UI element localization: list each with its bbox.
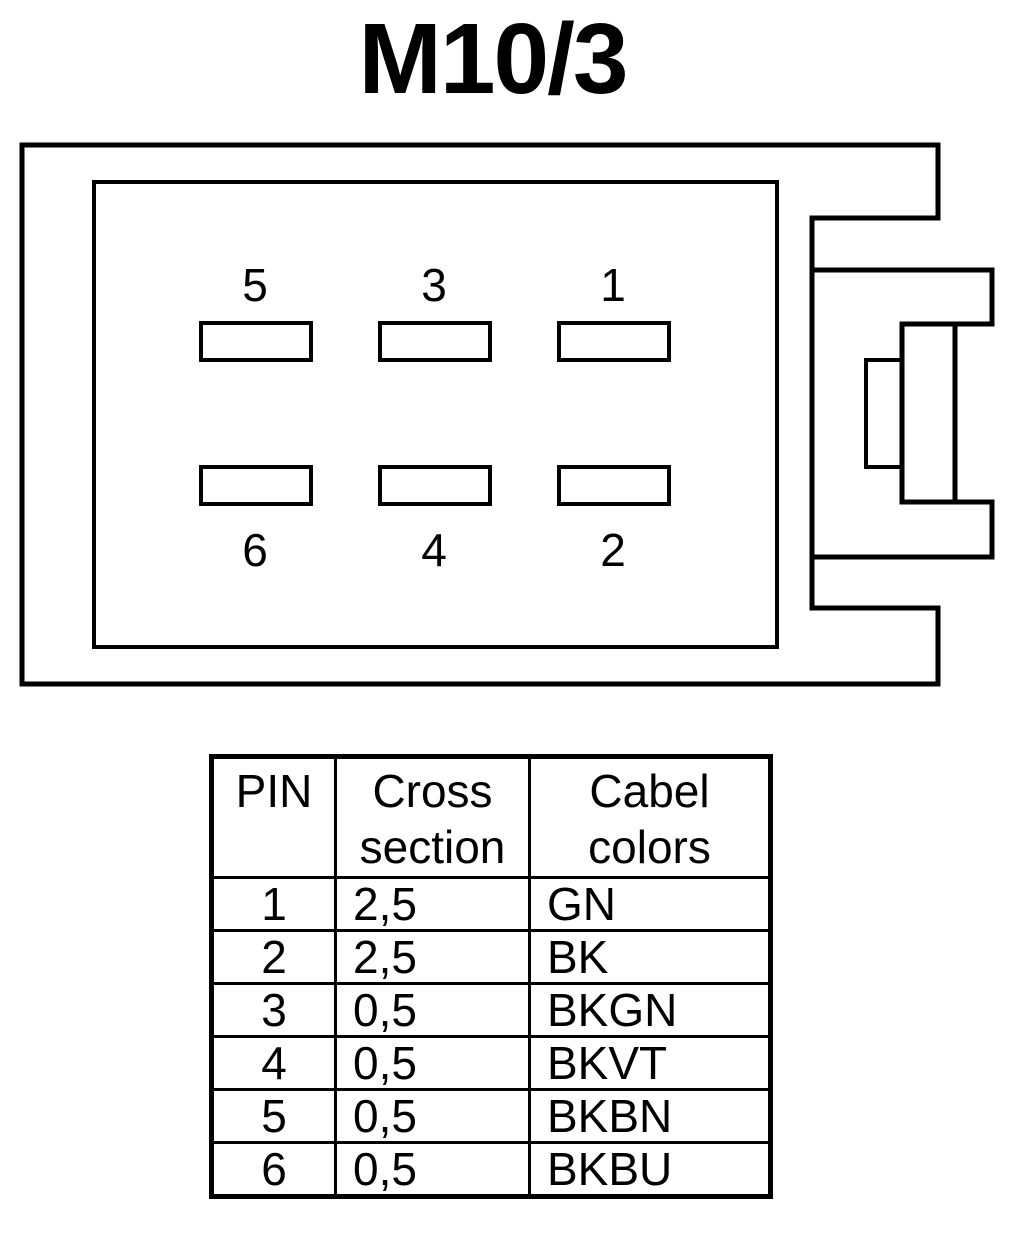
cell-pin: 3 [210,982,337,1038]
pin-label-6: 6 [242,524,268,576]
cell-cable-color: BKGN [528,982,772,1038]
pin-contact-4 [378,465,492,506]
pin-contact-3 [378,321,492,362]
cell-cross-section: 0,5 [334,1088,531,1144]
header-cross-section: Cross section [334,755,531,879]
header-cable-colors: Cabel colors [528,755,772,879]
cell-pin: 5 [210,1088,337,1144]
connector-title: M10/3 [358,3,629,115]
connector-cavity [92,180,779,649]
pin-label-5: 5 [242,259,268,311]
cell-cross-section: 2,5 [334,876,531,932]
header-cross-section-line1: Cross [372,765,493,817]
pin-contact-5 [199,321,313,362]
cell-pin: 4 [210,1035,337,1091]
pin-label-2: 2 [600,524,626,576]
table-row: 5 0,5 BKBN [210,1088,772,1144]
table-header-row: PIN Cross section Cabel colors [210,755,772,879]
cell-pin: 1 [210,876,337,932]
pin-contact-2 [557,465,671,506]
pin-label-3: 3 [421,259,447,311]
cell-cable-color: BKBN [528,1088,772,1144]
header-cable-colors-line1: Cabel [589,765,710,817]
header-pin: PIN [210,755,337,879]
cell-cross-section: 0,5 [334,1035,531,1091]
cell-cable-color: BK [528,929,772,985]
pin-contact-6 [199,465,313,506]
pin-label-1: 1 [600,259,626,311]
latch-tab [864,358,904,469]
header-cable-colors-line2: colors [588,821,711,873]
table-row: 3 0,5 BKGN [210,982,772,1038]
cell-cable-color: BKBU [528,1141,772,1198]
cell-pin: 2 [210,929,337,985]
pin-contacts [199,321,671,506]
cell-cross-section: 0,5 [334,1141,531,1198]
connector-housing [19,142,941,687]
table-row: 4 0,5 BKVT [210,1035,772,1091]
pin-contact-1 [557,321,671,362]
cell-cross-section: 0,5 [334,982,531,1038]
header-cross-section-line2: section [359,821,506,873]
cell-cable-color: GN [528,876,772,932]
table-row: 2 2,5 BK [210,929,772,985]
table-row: 6 0,5 BKBU [210,1141,772,1198]
cell-cable-color: BKVT [528,1035,772,1091]
connector-diagram: 5 3 1 6 4 2 [19,142,995,687]
pin-label-4: 4 [421,524,447,576]
cell-cross-section: 2,5 [334,929,531,985]
pinout-table: PIN Cross section Cabel colors 1 2,5 GN … [209,754,773,1199]
cell-pin: 6 [210,1141,337,1198]
table-row: 1 2,5 GN [210,876,772,932]
